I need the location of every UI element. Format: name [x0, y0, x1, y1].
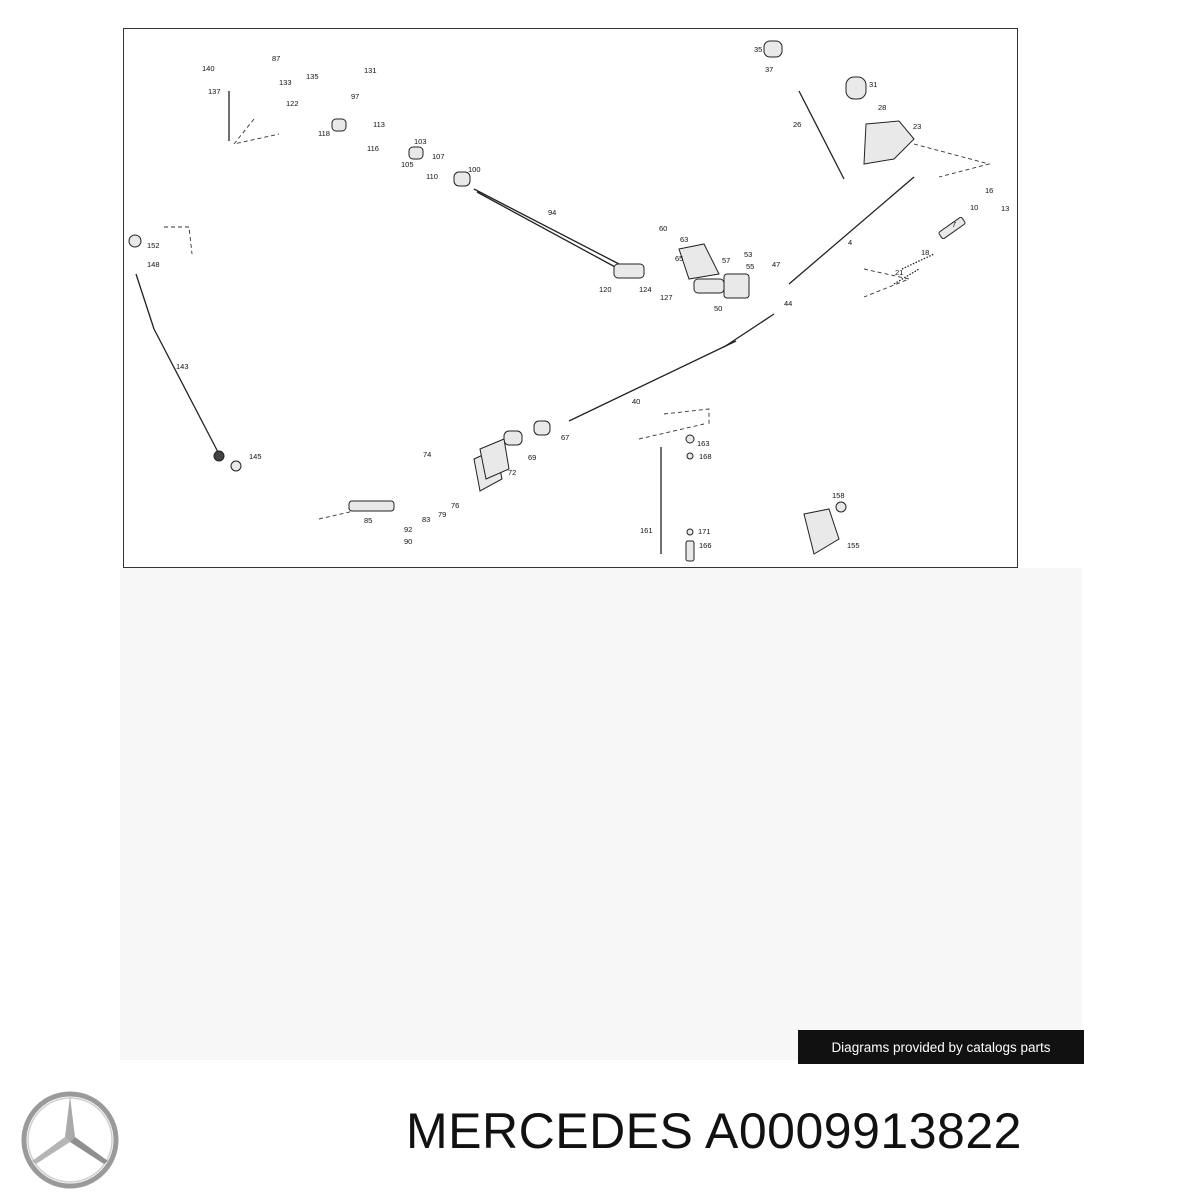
part-label-135: 135 [306, 72, 319, 81]
part-label-110: 110 [426, 172, 438, 181]
part-title: MERCEDES A0009913822 [406, 1106, 1022, 1156]
part-label-26: 26 [793, 120, 801, 129]
part-label-100: 100 [468, 165, 481, 174]
part-label-122: 122 [286, 99, 299, 108]
part-label-171: 171 [698, 527, 711, 536]
brand-name: MERCEDES [406, 1103, 694, 1159]
part-label-168: 168 [699, 452, 712, 461]
part-label-158: 158 [832, 491, 845, 500]
part-label-120: 120 [599, 285, 612, 294]
part-label-131: 131 [364, 66, 377, 75]
part-label-166: 166 [699, 541, 712, 550]
part-label-35: 35 [754, 45, 762, 54]
part-label-140: 140 [202, 64, 215, 73]
part-label-50: 50 [714, 304, 722, 313]
part-label-40: 40 [632, 397, 640, 406]
mercedes-star-icon [21, 1091, 119, 1189]
part-label-76: 76 [451, 501, 459, 510]
credit-banner: Diagrams provided by catalogs parts [798, 1030, 1084, 1064]
part-label-163: 163 [697, 439, 710, 448]
part-label-69: 69 [528, 453, 536, 462]
part-label-161: 161 [640, 526, 653, 535]
part-label-60: 60 [659, 224, 667, 233]
part-label-18: 18 [921, 248, 929, 257]
diagram-parts [128, 40, 991, 562]
part-label-67: 67 [561, 433, 569, 442]
part-label-137: 137 [208, 87, 221, 96]
part-label-83: 83 [422, 515, 430, 524]
part-label-7: 7 [952, 220, 956, 229]
part-label-94: 94 [548, 208, 556, 217]
part-label-113: 113 [373, 120, 385, 129]
credit-text: Diagrams provided by catalogs parts [831, 1039, 1051, 1055]
part-label-87: 87 [272, 54, 280, 63]
part-label-72: 72 [508, 468, 516, 477]
part-label-37: 37 [765, 65, 773, 74]
part-label-145: 145 [249, 452, 262, 461]
diagram-drawing: 1408713113713313597122118113116103105107… [128, 40, 1009, 562]
part-label-79: 79 [438, 510, 446, 519]
part-label-155: 155 [847, 541, 860, 550]
part-label-13: 13 [1001, 204, 1009, 213]
part-label-148: 148 [147, 260, 160, 269]
part-label-21: 21 [895, 268, 903, 277]
part-label-47: 47 [772, 260, 780, 269]
part-label-63: 63 [680, 235, 688, 244]
part-label-65: 65 [675, 254, 683, 263]
part-label-127: 127 [660, 293, 673, 302]
part-label-31: 31 [869, 80, 877, 89]
part-label-103: 103 [414, 137, 427, 146]
part-number-labels: 1408713113713313597122118113116103105107… [147, 45, 1009, 550]
part-label-90: 90 [404, 537, 412, 546]
part-label-124: 124 [639, 285, 652, 294]
part-label-28: 28 [878, 103, 886, 112]
part-label-85: 85 [364, 516, 372, 525]
part-label-4: 4 [848, 238, 852, 247]
part-label-16: 16 [985, 186, 993, 195]
part-label-152: 152 [147, 241, 160, 250]
part-label-10: 10 [970, 203, 978, 212]
part-label-105: 105 [401, 160, 414, 169]
background-panel [120, 568, 1082, 1060]
part-label-23: 23 [913, 122, 921, 131]
part-label-133: 133 [279, 78, 292, 87]
part-label-97: 97 [351, 92, 359, 101]
part-label-107: 107 [432, 152, 445, 161]
part-label-44: 44 [784, 299, 792, 308]
part-number: A0009913822 [705, 1103, 1022, 1159]
part-label-143: 143 [176, 362, 189, 371]
part-label-74: 74 [423, 450, 431, 459]
part-label-118: 118 [318, 129, 330, 138]
part-label-55: 55 [746, 262, 754, 271]
part-label-57: 57 [722, 256, 730, 265]
part-label-116: 116 [367, 144, 379, 153]
part-label-92: 92 [404, 525, 412, 534]
part-label-53: 53 [744, 250, 752, 259]
